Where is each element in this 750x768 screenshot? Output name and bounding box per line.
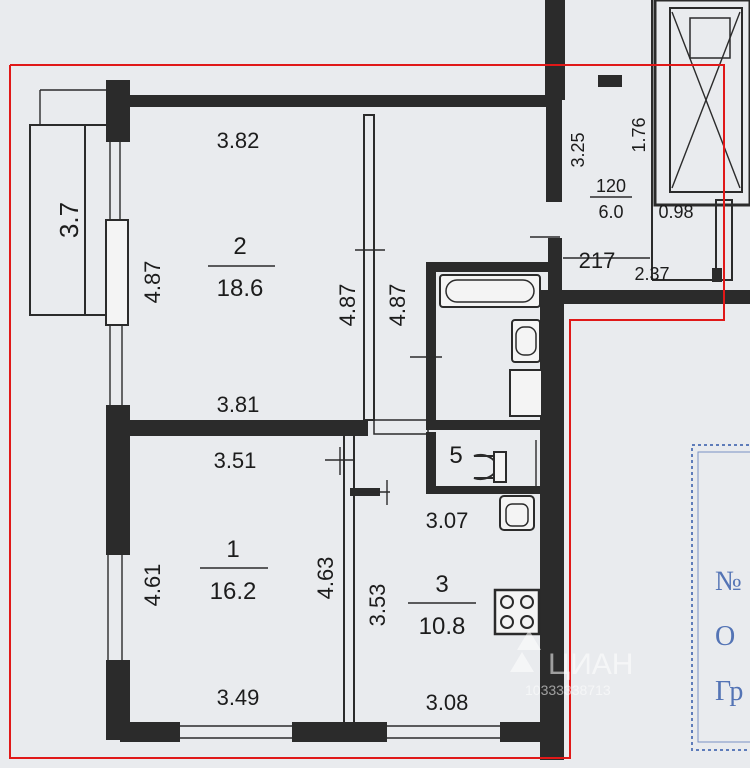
washer <box>509 369 543 417</box>
dim-room1-bottom: 3.49 <box>217 685 260 710</box>
room-3-number: 3 <box>435 571 448 598</box>
toilet <box>473 440 537 486</box>
dimensions: 3.82 3.81 4.87 4.87 4.87 3.7 3.51 3.49 4… <box>54 117 694 715</box>
room-3-label: 3 10.8 <box>408 571 476 640</box>
door-marks <box>325 236 560 505</box>
dim-room1-top: 3.51 <box>214 448 257 473</box>
stamp: № О Гр <box>691 444 750 751</box>
stamp-line-1: № <box>715 566 742 597</box>
dim-room2-right: 4.87 <box>335 284 360 327</box>
dim-stair-a: 3.25 <box>568 132 588 167</box>
room-1-area: 16.2 <box>210 578 257 605</box>
dim-kitchen-left: 3.53 <box>365 584 390 627</box>
sink <box>511 319 541 363</box>
dim-balcony: 3.7 <box>54 202 84 238</box>
dim-stair-c: 0.98 <box>658 202 693 222</box>
watermark: ЦИАН 10333338713 <box>510 630 633 698</box>
walls <box>29 80 750 760</box>
stamp-line-3: Гр <box>715 676 743 707</box>
room-5-number: 5 <box>449 442 462 469</box>
dim-room2-left: 4.87 <box>140 261 165 304</box>
dim-room1-left: 4.61 <box>140 564 165 607</box>
dim-room2-bottom: 3.81 <box>217 392 260 417</box>
stairwell <box>545 0 750 282</box>
room-1-label: 1 16.2 <box>200 536 268 605</box>
cian-logo-icon <box>510 630 541 672</box>
bathtub <box>439 274 541 308</box>
dim-stair-b: 1.76 <box>629 117 649 152</box>
dim-room2-top: 3.82 <box>217 128 260 153</box>
room-2-number: 2 <box>233 233 246 260</box>
kitchen-sink <box>499 495 535 531</box>
watermark-id: 10333338713 <box>525 682 611 698</box>
apartment-highlight <box>9 64 725 759</box>
watermark-brand: ЦИАН <box>548 648 633 681</box>
room-3-area: 10.8 <box>419 613 466 640</box>
dim-kitchen-top: 3.07 <box>426 508 469 533</box>
stair-label-c: 217 <box>579 248 616 273</box>
stair-label-b: 6.0 <box>598 202 623 222</box>
dim-stair-d: 2.37 <box>634 264 669 284</box>
dim-corridor-height: 4.87 <box>385 284 410 327</box>
dim-room1-right: 4.63 <box>313 557 338 600</box>
dim-kitchen-bottom: 3.08 <box>426 690 469 715</box>
room-1-number: 1 <box>226 536 239 563</box>
stamp-line-2: О <box>715 621 735 652</box>
stove-icon <box>493 588 541 636</box>
room-2-area: 18.6 <box>217 275 264 302</box>
room-2-label: 2 18.6 <box>208 233 275 302</box>
stair-label-a: 120 <box>596 176 626 196</box>
